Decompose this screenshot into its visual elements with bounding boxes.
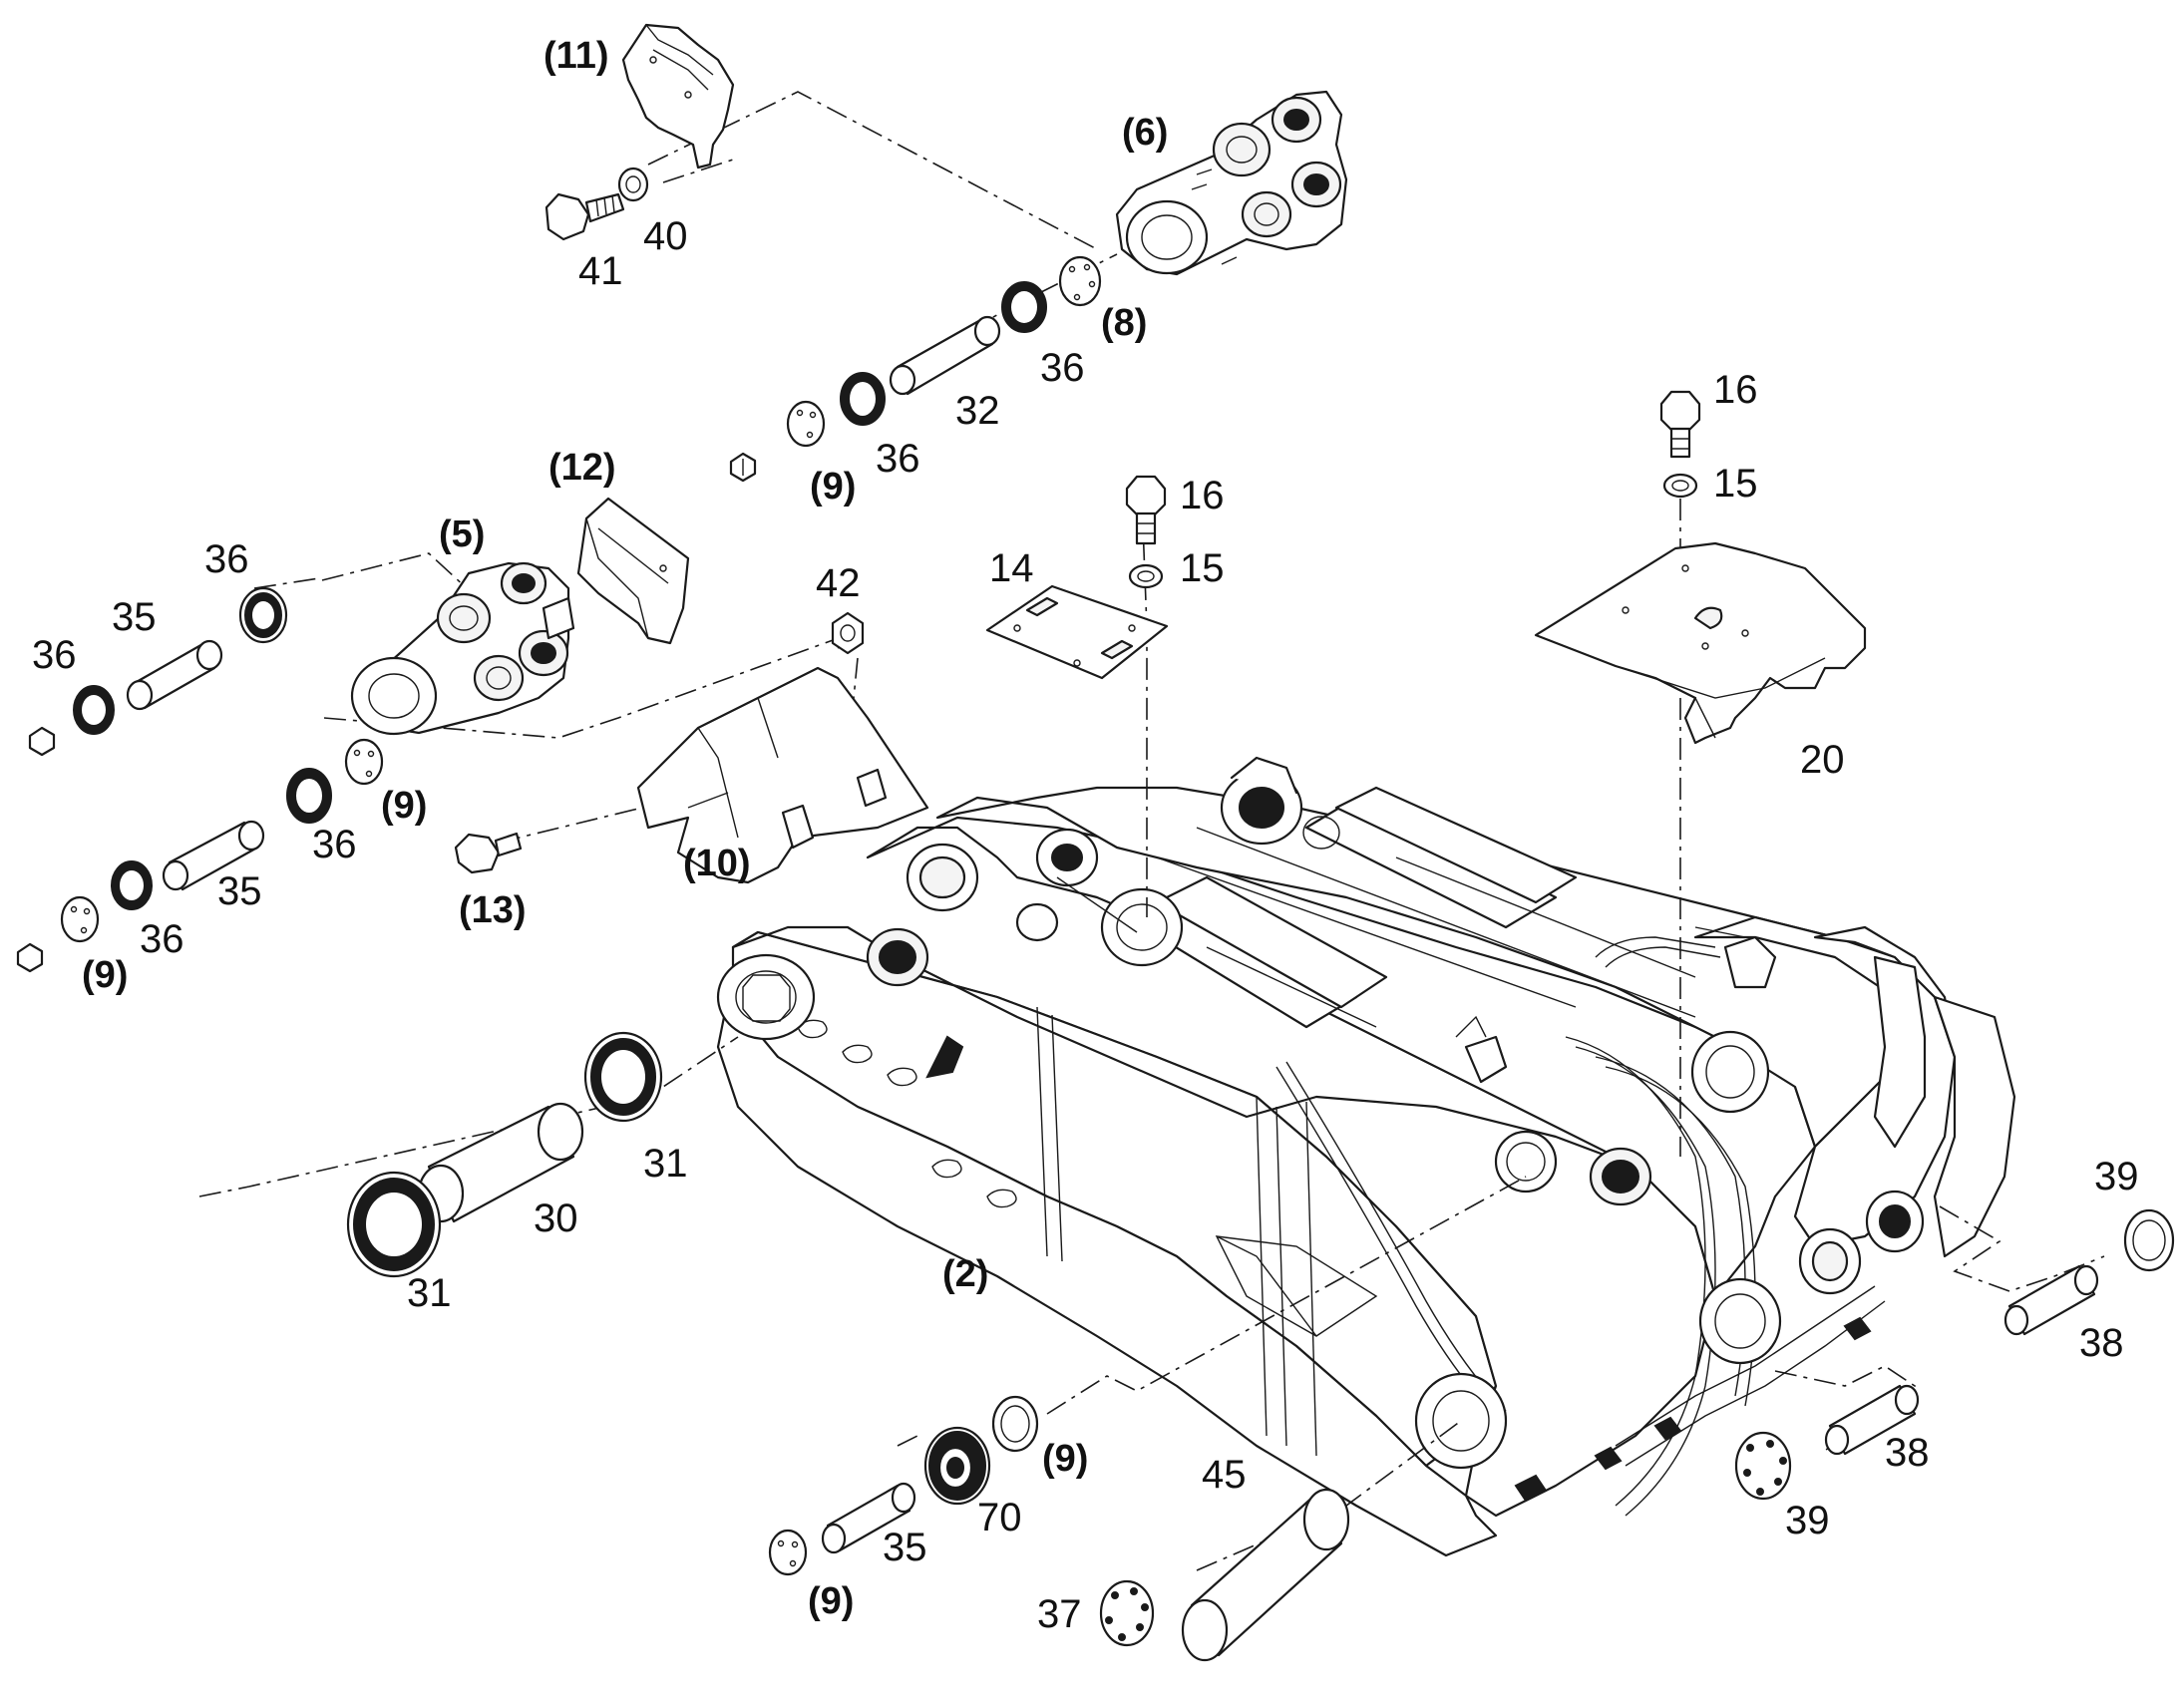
bolt-13	[454, 832, 523, 874]
pin-35-lower	[162, 820, 265, 891]
label-6: (6)	[1122, 112, 1168, 154]
label-42: 42	[816, 561, 861, 605]
label-15-left: 15	[1180, 546, 1225, 590]
seal-ring-36-mid	[840, 372, 886, 426]
label-41: 41	[578, 249, 623, 293]
label-10: (10)	[683, 843, 751, 884]
label-31-upper: 31	[643, 1142, 688, 1186]
seal-ring-36-c	[286, 768, 332, 824]
label-45: 45	[1202, 1453, 1247, 1497]
label-35-bottom: 35	[883, 1526, 927, 1569]
label-8: (8)	[1101, 302, 1147, 344]
bracket-11	[621, 23, 735, 170]
main-boom-frame	[716, 756, 2016, 1557]
washer-15-right	[1662, 473, 1698, 499]
bolt-small-lower-left	[16, 942, 44, 973]
pin-32	[889, 315, 1001, 396]
label-35-upper: 35	[112, 595, 157, 639]
cover-disc-9-left	[60, 895, 100, 943]
cover-disc-8	[1058, 255, 1102, 307]
label-13: (13)	[459, 889, 527, 931]
label-36-a: 36	[204, 537, 249, 581]
clevis-5	[350, 561, 575, 736]
cover-disc-9-lower	[991, 1395, 1039, 1453]
bolt-small-left	[28, 726, 56, 757]
label-35-lower: 35	[217, 869, 262, 913]
label-36-top: 36	[1040, 346, 1085, 390]
label-9-bottom: (9)	[808, 1580, 854, 1622]
label-5: (5)	[439, 513, 485, 555]
label-16-right: 16	[1713, 368, 1758, 412]
label-39-lower: 39	[1785, 1499, 1830, 1542]
label-40: 40	[643, 214, 688, 258]
label-38-right: 38	[2079, 1321, 2124, 1365]
cover-disc-39-right	[2123, 1208, 2175, 1272]
bolt-41	[545, 192, 625, 241]
pin-35-bottom	[821, 1482, 916, 1554]
washer-40	[617, 167, 649, 202]
part-labels: (11) (6) 40 41 (8) 36 32 36 (9) (12) (5)…	[32, 35, 2139, 1636]
label-32: 32	[955, 389, 1000, 433]
plate-14	[985, 584, 1169, 680]
label-31-lower: 31	[407, 1271, 452, 1315]
pin-38-lower	[1824, 1384, 1920, 1456]
pin-38-right	[2003, 1264, 2099, 1336]
cover-disc-37	[1099, 1579, 1155, 1647]
label-15-right: 15	[1713, 462, 1758, 506]
bracket-12	[576, 497, 690, 645]
bearing-70	[923, 1426, 991, 1506]
label-9-top: (9)	[810, 466, 856, 508]
label-37: 37	[1037, 1592, 1082, 1636]
label-9-lower: (9)	[1042, 1438, 1088, 1480]
pin-45	[1181, 1488, 1350, 1662]
label-16-left: 16	[1180, 474, 1225, 517]
pin-30	[417, 1102, 584, 1223]
cover-20	[1534, 541, 1867, 745]
bolt-16-right	[1659, 390, 1701, 459]
nut-42	[831, 611, 865, 655]
seal-ring-36-b	[73, 685, 115, 735]
seal-ring-36-a	[238, 586, 288, 644]
label-12: (12)	[548, 447, 616, 489]
label-2: (2)	[942, 1253, 988, 1295]
clevis-6	[1115, 90, 1348, 276]
cover-disc-39-lower	[1734, 1431, 1792, 1501]
cover-plate-10	[636, 666, 929, 884]
seal-ring-31-lower	[346, 1171, 442, 1278]
label-36-c: 36	[312, 823, 357, 866]
label-14: 14	[989, 546, 1034, 590]
label-30: 30	[534, 1196, 578, 1240]
label-70: 70	[977, 1496, 1022, 1539]
cover-disc-9-mid	[344, 738, 384, 786]
label-36-b: 36	[32, 633, 77, 677]
washer-15-left	[1128, 563, 1164, 589]
label-9-left: (9)	[82, 954, 128, 996]
label-36-mid: 36	[876, 437, 920, 481]
seal-ring-36-top	[1001, 281, 1047, 333]
seal-ring-31-upper	[583, 1031, 663, 1123]
label-20: 20	[1800, 738, 1845, 782]
label-38-lower: 38	[1885, 1431, 1930, 1475]
cover-disc-9-top	[786, 400, 826, 448]
label-11: (11)	[544, 35, 608, 77]
seal-ring-36-d	[111, 860, 153, 910]
label-36-d: 36	[140, 917, 184, 961]
cover-disc-9-bottom	[768, 1529, 808, 1576]
label-9-mid: (9)	[381, 785, 427, 827]
label-39-right: 39	[2094, 1155, 2139, 1198]
pin-35-upper	[126, 639, 223, 711]
bolt-small-top	[729, 452, 757, 483]
bolt-16-left	[1125, 475, 1167, 545]
